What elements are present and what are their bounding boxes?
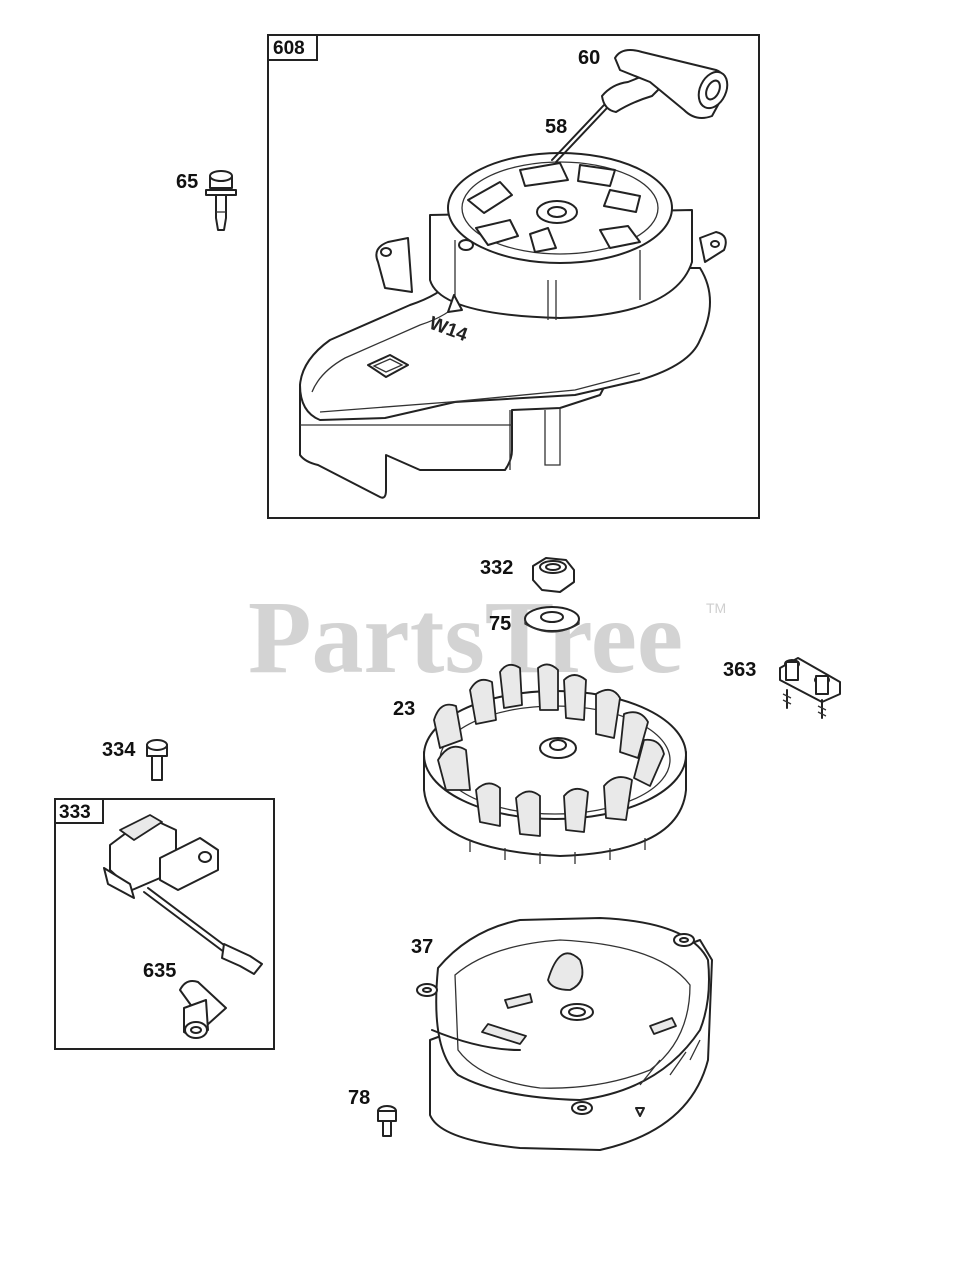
starter-handle[interactable]: [601, 49, 733, 119]
starter-rope[interactable]: [551, 104, 608, 163]
assembly-333-frame: [54, 798, 275, 1050]
flywheel[interactable]: [423, 663, 687, 864]
nut-332[interactable]: [532, 557, 575, 593]
callout-65-label: 65: [176, 171, 198, 193]
callout-75-label: 75: [489, 613, 511, 635]
blower-housing[interactable]: [416, 917, 713, 1151]
callout-23[interactable]: 23: [393, 698, 415, 720]
assembly-333-tab: [54, 798, 104, 824]
callout-332[interactable]: 332: [480, 557, 513, 579]
assembly-608-tab: [267, 34, 318, 61]
watermark-trademark: TM: [706, 600, 726, 616]
callout-60-label: 60: [578, 47, 600, 69]
assembly-608-frame: [267, 34, 760, 519]
spark-plug-boot[interactable]: [179, 980, 227, 1039]
callout-58-label: 58: [545, 116, 567, 138]
callout-37-label: 37: [411, 936, 433, 958]
callout-332-label: 332: [480, 557, 513, 579]
terminal-bracket-363[interactable]: [779, 657, 841, 719]
callout-334-label: 334: [102, 739, 136, 761]
assembly-608-label: 608: [273, 38, 305, 59]
bolt-334[interactable]: [146, 739, 168, 781]
bolt-78[interactable]: [377, 1105, 397, 1137]
callout-78-label: 78: [348, 1087, 370, 1109]
assembly-333-label: 333: [59, 802, 91, 823]
assembly-333[interactable]: 333: [54, 798, 275, 1050]
callout-78[interactable]: 78: [348, 1087, 370, 1109]
callout-334[interactable]: 334: [102, 739, 136, 761]
callout-635-label: 635: [143, 960, 176, 982]
watermark: PartsTree TM: [248, 580, 726, 695]
callout-75[interactable]: 75: [489, 613, 511, 635]
ignition-coil[interactable]: [103, 814, 263, 975]
callout-65[interactable]: 65: [176, 171, 198, 193]
callout-363[interactable]: 363: [723, 659, 756, 681]
starter-housing[interactable]: [299, 152, 727, 499]
callout-37[interactable]: 37: [411, 936, 433, 958]
callout-60[interactable]: 60: [578, 47, 600, 69]
callout-58[interactable]: 58: [545, 116, 567, 138]
bolt-65[interactable]: [205, 170, 237, 231]
callout-23-label: 23: [393, 698, 415, 720]
washer-75[interactable]: [524, 606, 580, 633]
assembly-608[interactable]: 608: [267, 34, 760, 519]
callout-635[interactable]: 635: [143, 960, 176, 982]
watermark-text: PartsTree: [248, 580, 683, 695]
callout-363-label: 363: [723, 659, 756, 681]
